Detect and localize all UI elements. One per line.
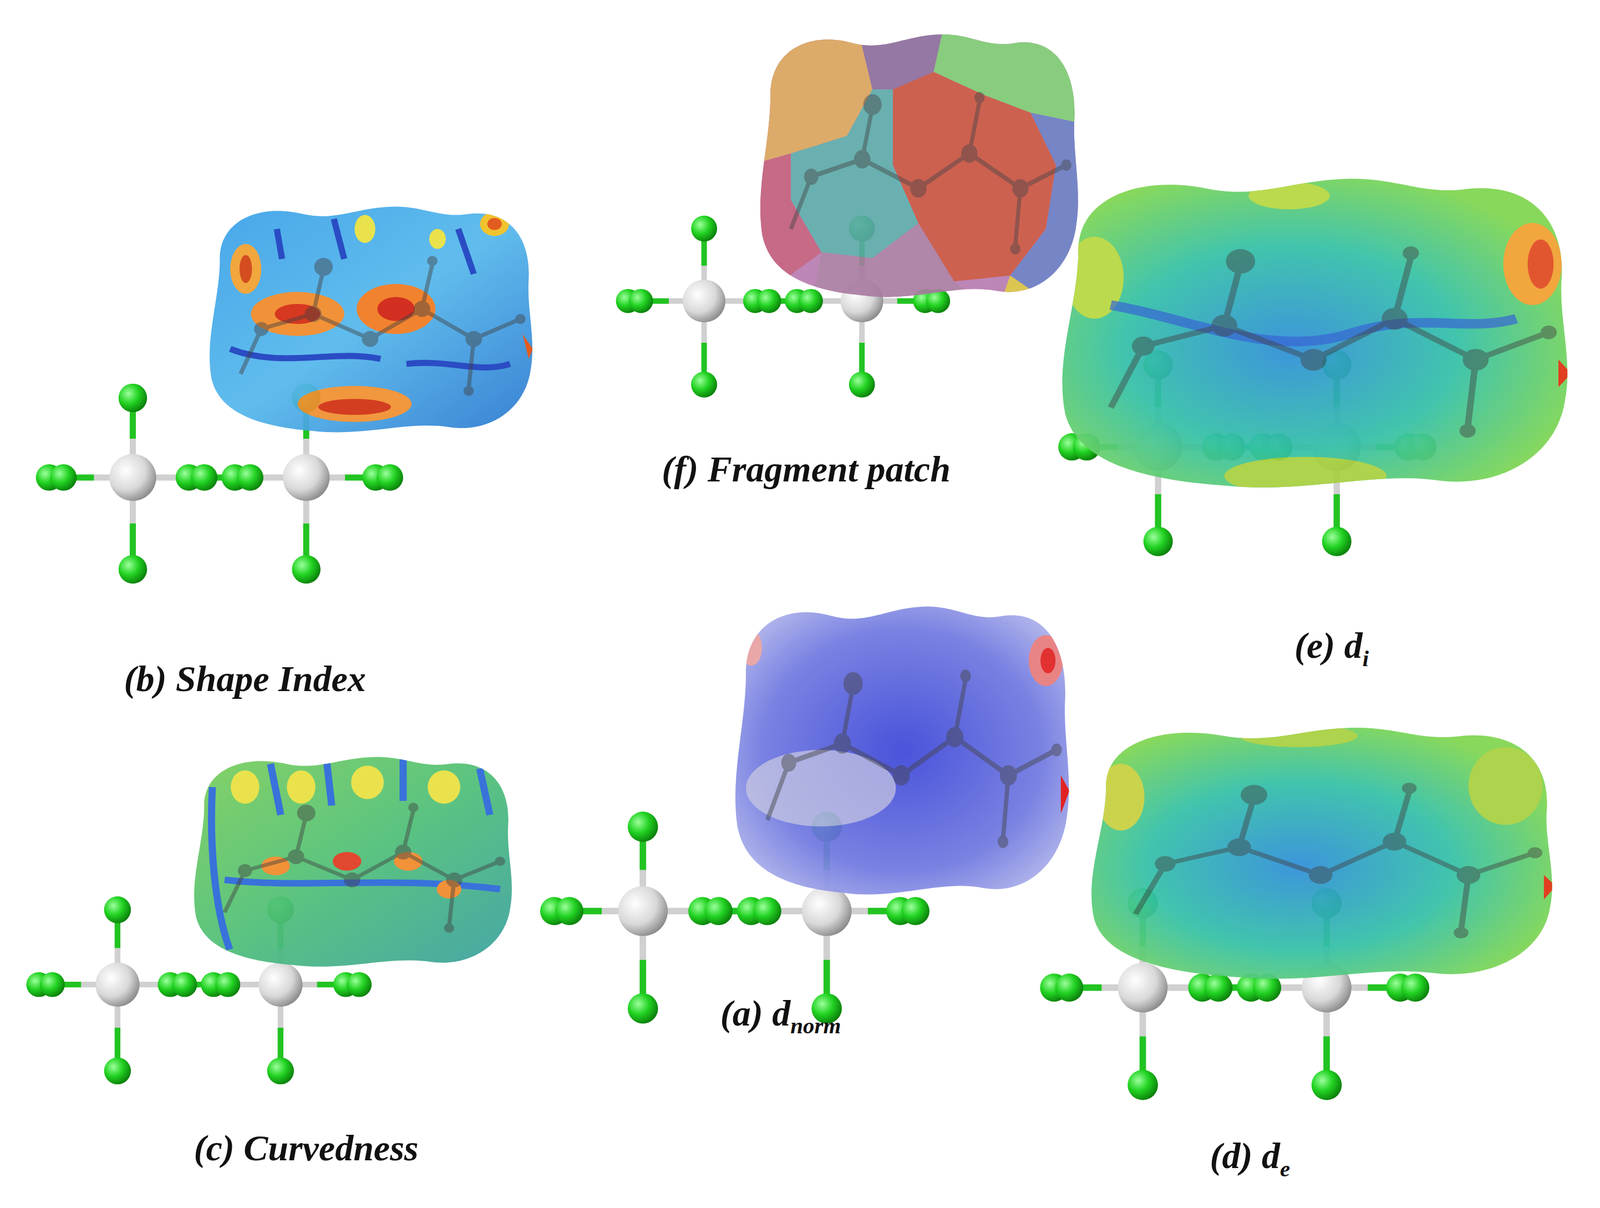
panel-label-text: (a) d [720, 992, 791, 1034]
curvedness-surface [194, 757, 512, 967]
panel-label: (a) dnorm [720, 992, 841, 1039]
shape-index-surface [209, 206, 533, 433]
panel-label-text: (d) d [1210, 1135, 1280, 1176]
molecule-model [36, 383, 404, 584]
di-surface [1062, 178, 1572, 495]
subscript: norm [790, 1013, 841, 1039]
de-surface [1091, 724, 1556, 979]
subscript: i [1362, 646, 1369, 672]
fragment-patch-surface [749, 25, 1087, 305]
panel-label: (c) Curvedness [193, 1126, 419, 1170]
panel-label: (f) Fragment patch [661, 448, 951, 491]
panel-label-text: (e) d [1294, 625, 1363, 666]
panel-label-text: (b) Shape Index [123, 658, 366, 699]
panel-label: (b) Shape Index [123, 657, 366, 700]
panel-label: (d) de [1210, 1134, 1291, 1182]
panel-label-text: (c) Curvedness [193, 1127, 419, 1168]
dnorm-surface [735, 606, 1070, 895]
panel-label: (e) di [1294, 624, 1369, 672]
panel-label-text: (f) Fragment patch [661, 448, 951, 490]
subscript: e [1280, 1155, 1290, 1181]
